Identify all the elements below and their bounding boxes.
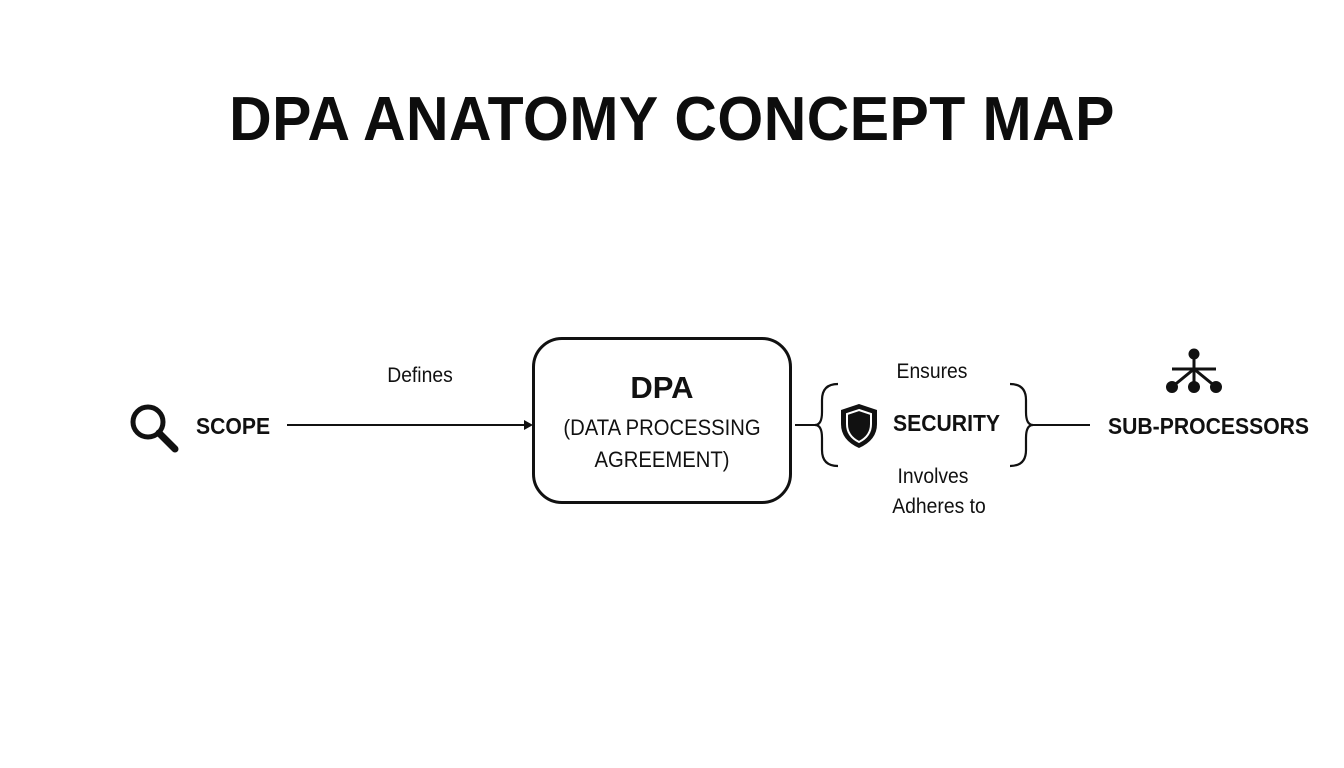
security-label: SECURITY [893,410,1000,436]
magnifier-icon [128,402,182,456]
subprocessors-label: SUB-PROCESSORS [1108,413,1310,439]
ensures-edge-label: Ensures [896,360,968,383]
adheres-to-edge-label: Adheres to [892,495,986,518]
involves-edge-label: Involves [897,465,969,488]
dpa-subtitle-line-2: AGREEMENT) [594,447,730,472]
dpa-subtitle-line-1: (DATA PROCESSING [563,415,761,440]
dpa-subtitle: (DATA PROCESSING AGREEMENT) [545,412,779,476]
defines-edge-label: Defines [387,364,453,387]
shield-icon [838,402,880,450]
security-left-bracket [814,382,839,468]
security-right-bracket [1009,382,1034,468]
scope-to-dpa-arrowhead [524,420,533,430]
network-tree-icon [1160,347,1226,397]
dpa-title: DPA [630,370,694,405]
dpa-central-node: DPA (DATA PROCESSING AGREEMENT) [532,337,792,504]
scope-label: SCOPE [196,413,271,439]
page-title: DPA ANATOMY CONCEPT MAP [229,85,1115,154]
